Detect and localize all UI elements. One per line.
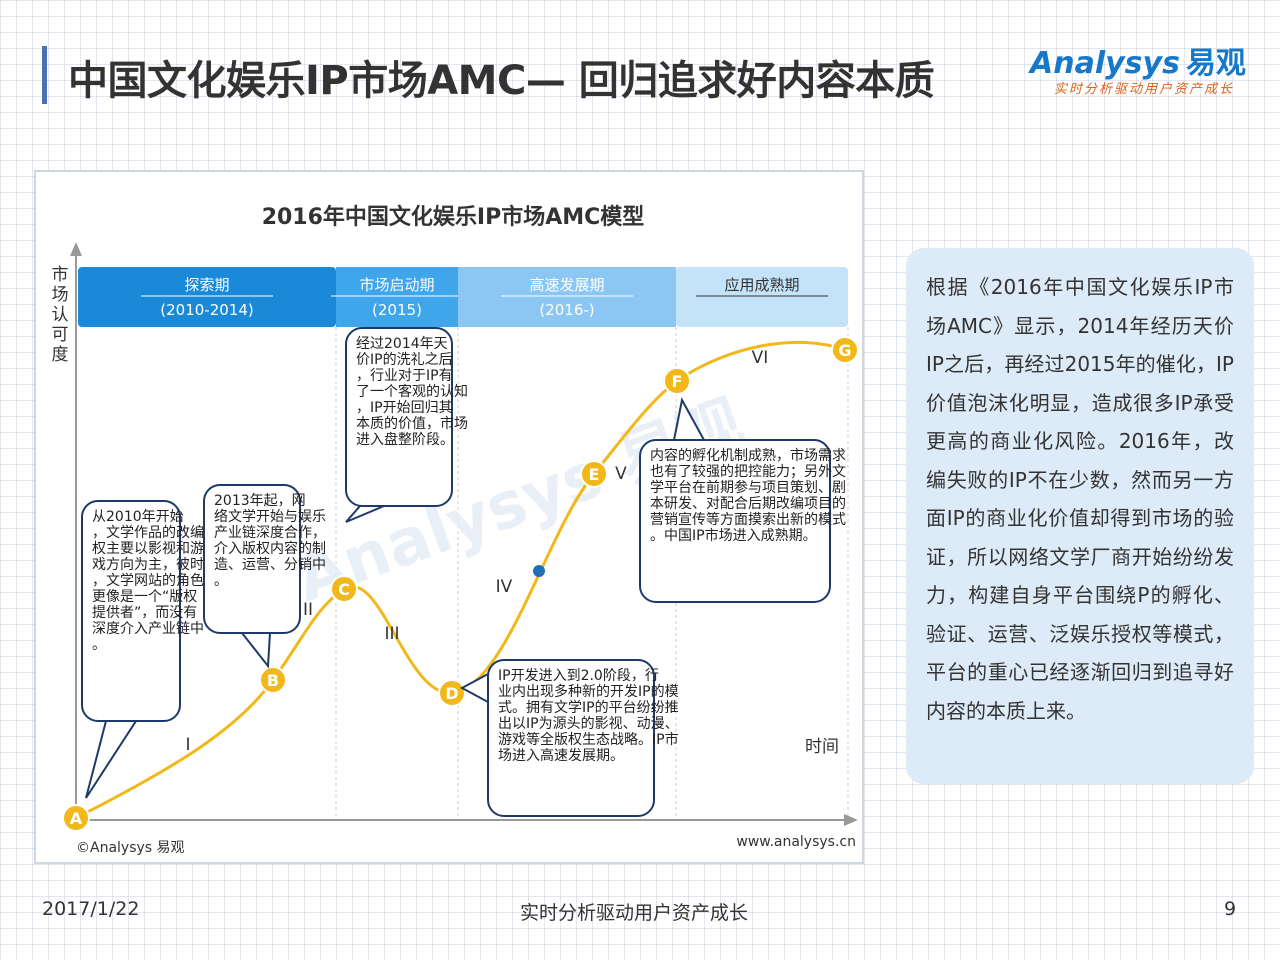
point-label-d: D [445,684,458,703]
segment-label-1: I [185,735,190,755]
callout-3-tail [345,505,385,523]
title-accent-bar [42,46,47,104]
callout-4-text: IP开发进入到2.0阶段，行业内出现多种新的开发IP的模式。拥有文学IP的平台纷… [498,668,679,764]
logo-cn: 易观 [1185,46,1246,81]
phase-period-2: (2015) [372,301,422,319]
callout-5-box [639,439,831,603]
phase-name-3: 高速发展期 [529,276,604,294]
point-d [438,679,466,707]
summary-text: 根据《2016年中国文化娱乐IP市场AMC》显示，2014年经历天价IP之后，再… [926,275,1234,723]
callout-2-tail [239,632,272,669]
phase-name-2: 市场启动期 [359,276,434,294]
source-left: ©Analysys 易观 [76,840,185,856]
point-g [831,336,859,364]
page-title: 中国文化娱乐IP市场AMC— 回归追求好内容本质 [68,58,935,104]
callout-1-text: 从2010年开始，文学作品的改编权主要以影视和游戏方向为主，彼时，文学网站的角色… [92,509,204,653]
point-f [663,367,691,395]
x-axis-arrow [844,814,858,826]
y-axis-label-char: 场 [52,285,69,305]
callout-4-tail [459,672,489,704]
point-label-f: F [672,372,683,391]
phase-name-4: 应用成熟期 [724,276,799,294]
phase-period-1: (2010-2014) [160,301,253,319]
callout-4-box [487,659,655,817]
segment-label-6: VI [752,348,769,368]
point-label-c: C [338,580,350,599]
logo-tagline: 实时分析驱动用户资产成长 [1054,82,1235,97]
point-b [259,666,287,694]
footer-date: 2017/1/22 [42,898,140,920]
y-axis-label-char: 市 [52,265,69,285]
point-label-b: B [267,671,279,690]
logo-a-mark: A [1030,46,1054,81]
segment-label-4: IV [496,577,513,597]
chart-frame: 2016年中国文化娱乐IP市场AMC模型探索期 (2010-2014) 市场启动期 (… [34,170,864,864]
phase-band-2 [336,267,458,327]
callout-3-box [345,327,453,507]
page-number: 9 [1224,898,1237,920]
x-axis-label: 时间 [805,737,839,757]
point-c [330,575,358,603]
point-label-g: G [838,341,851,360]
phase-band-4 [676,267,848,327]
callout-2-text: 2013年起，网络文学开始与娱乐产业链深度合作，介入版权内容的制造、运营、分销中… [214,493,326,589]
callout-5-text: 内容的孵化机制成熟，市场需求也有了较强的把控能力；另外文学平台在前期参与项目策划… [650,447,846,544]
phase-name-1: 探索期 [184,276,229,294]
y-axis-arrow [70,242,82,256]
callout-3-text: 经过2014年天价IP的洗礼之后，行业对于IP有了一个客观的认知，IP开始回归其… [356,336,468,448]
current-position-marker [533,565,545,577]
point-e [580,460,608,488]
callout-1-tail [85,720,138,799]
y-axis-label-char: 度 [52,345,69,365]
logo-text: nalysys [1053,46,1180,81]
y-axis-label-char: 可 [52,325,69,345]
point-label-e: E [589,465,600,484]
point-label-a: A [70,809,83,828]
footer-slogan: 实时分析驱动用户资产成长 [520,902,749,924]
phase-band-1 [78,267,336,327]
callout-5-tail [672,397,706,441]
chart-title: 2016年中国文化娱乐IP市场AMC模型 [262,204,645,230]
segment-label-3: III [384,624,399,644]
segment-label-5: V [615,464,627,484]
phase-period-3: (2016-) [539,301,594,319]
segment-label-2: II [303,600,313,620]
y-axis-label-char: 认 [52,305,69,325]
phase-band-3 [458,267,676,327]
point-a [62,804,90,832]
source-right: www.analysys.cn [736,834,856,850]
summary-panel: 根据《2016年中国文化娱乐IP市场AMC》显示，2014年经历天价IP之后，再… [906,248,1254,784]
